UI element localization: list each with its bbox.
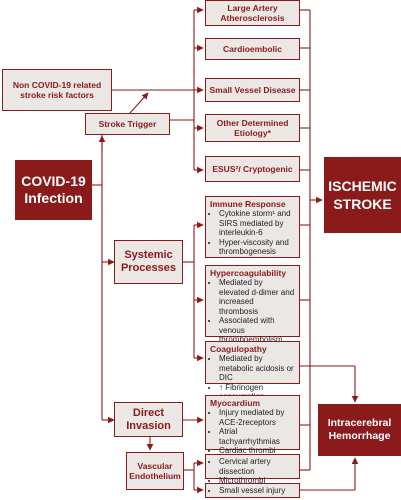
etiology-large-artery-label: Large Artery Atherosclerosis xyxy=(220,3,285,23)
coagulopathy-box: Coagulopathy Mediated by metabolic acido… xyxy=(205,341,300,401)
ischemic-stroke-box: ISCHEMIC STROKE xyxy=(324,157,401,233)
hypercoagulability-title: Hypercoagulability xyxy=(210,268,287,278)
list-item: Atrial tachyarrhythmias xyxy=(219,427,295,446)
covid-infection-box: COVID-19 Infection xyxy=(15,160,92,220)
list-item: Cervical artery dissection xyxy=(219,457,295,476)
list-item: Mediated by metabolic acidosis or DIC xyxy=(219,354,295,383)
etiology-cardioembolic-box: Cardioembolic xyxy=(205,38,300,60)
intracerebral-hemorrhage-box: Intracerebral Hemorrhage xyxy=(318,404,401,456)
myocardium-box: Myocardium Injury mediated by ACE-2recep… xyxy=(205,395,300,455)
immune-response-title: Immune Response xyxy=(210,199,286,209)
covid-infection-label: COVID-19 Infection xyxy=(21,173,86,206)
list-item: Cardiac thrombi xyxy=(219,446,295,456)
non-covid-risk-factors-label: Non COVID-19 related stroke risk factors xyxy=(12,80,102,100)
etiology-small-vessel-box: Small Vessel Disease xyxy=(205,78,300,102)
systemic-processes-label: Systemic Processes xyxy=(120,249,177,274)
list-item: Associated with venous thromboembolism xyxy=(219,316,295,345)
list-item: Hyper-viscosity and thrombogenesis xyxy=(219,238,295,257)
immune-response-box: Immune Response Cytokine storm¹ and SIRS… xyxy=(205,196,300,258)
non-covid-risk-factors-box: Non COVID-19 related stroke risk factors xyxy=(2,69,112,111)
systemic-processes-box: Systemic Processes xyxy=(114,240,183,284)
etiology-esus-box: ESUS²/ Cryptogenic xyxy=(205,156,300,182)
small-vessel-injury-box: Small vessel injury xyxy=(205,483,300,498)
etiology-cardioembolic-label: Cardioembolic xyxy=(222,44,283,54)
vascular-endothelium-label: Vascular Endothelium xyxy=(129,461,181,481)
etiology-other-determined-box: Other Determined Etiology* xyxy=(205,114,300,142)
coagulopathy-title: Coagulopathy xyxy=(210,344,267,354)
list-item: Cytokine storm¹ and SIRS mediated by int… xyxy=(219,209,295,238)
etiology-esus-label: ESUS²/ Cryptogenic xyxy=(212,164,293,174)
list-item: Microthrombi xyxy=(219,476,295,486)
vascular-endothelium-box: Vascular Endothelium xyxy=(126,452,184,490)
list-item: Injury mediated by ACE-2receptors xyxy=(219,408,295,427)
etiology-other-determined-label: Other Determined Etiology* xyxy=(216,118,289,138)
list-item: Small vessel injury xyxy=(219,486,295,496)
myocardium-title: Myocardium xyxy=(210,398,261,408)
hypercoagulability-box: Hypercoagulability Mediated by elevated … xyxy=(205,265,300,344)
etiology-large-artery-box: Large Artery Atherosclerosis xyxy=(205,0,300,26)
etiology-small-vessel-label: Small Vessel Disease xyxy=(209,85,296,95)
cervical-artery-box: Cervical artery dissection Microthrombi xyxy=(205,454,300,485)
list-item: Mediated by elevated d-dimer and increas… xyxy=(219,278,295,316)
stroke-trigger-box: Stroke Trigger xyxy=(85,113,170,135)
direct-invasion-box: Direct Invasion xyxy=(114,402,183,437)
intracerebral-hemorrhage-label: Intracerebral Hemorrhage xyxy=(327,417,392,442)
ischemic-stroke-label: ISCHEMIC STROKE xyxy=(328,178,397,212)
stroke-trigger-label: Stroke Trigger xyxy=(98,119,157,129)
direct-invasion-label: Direct Invasion xyxy=(126,406,171,432)
